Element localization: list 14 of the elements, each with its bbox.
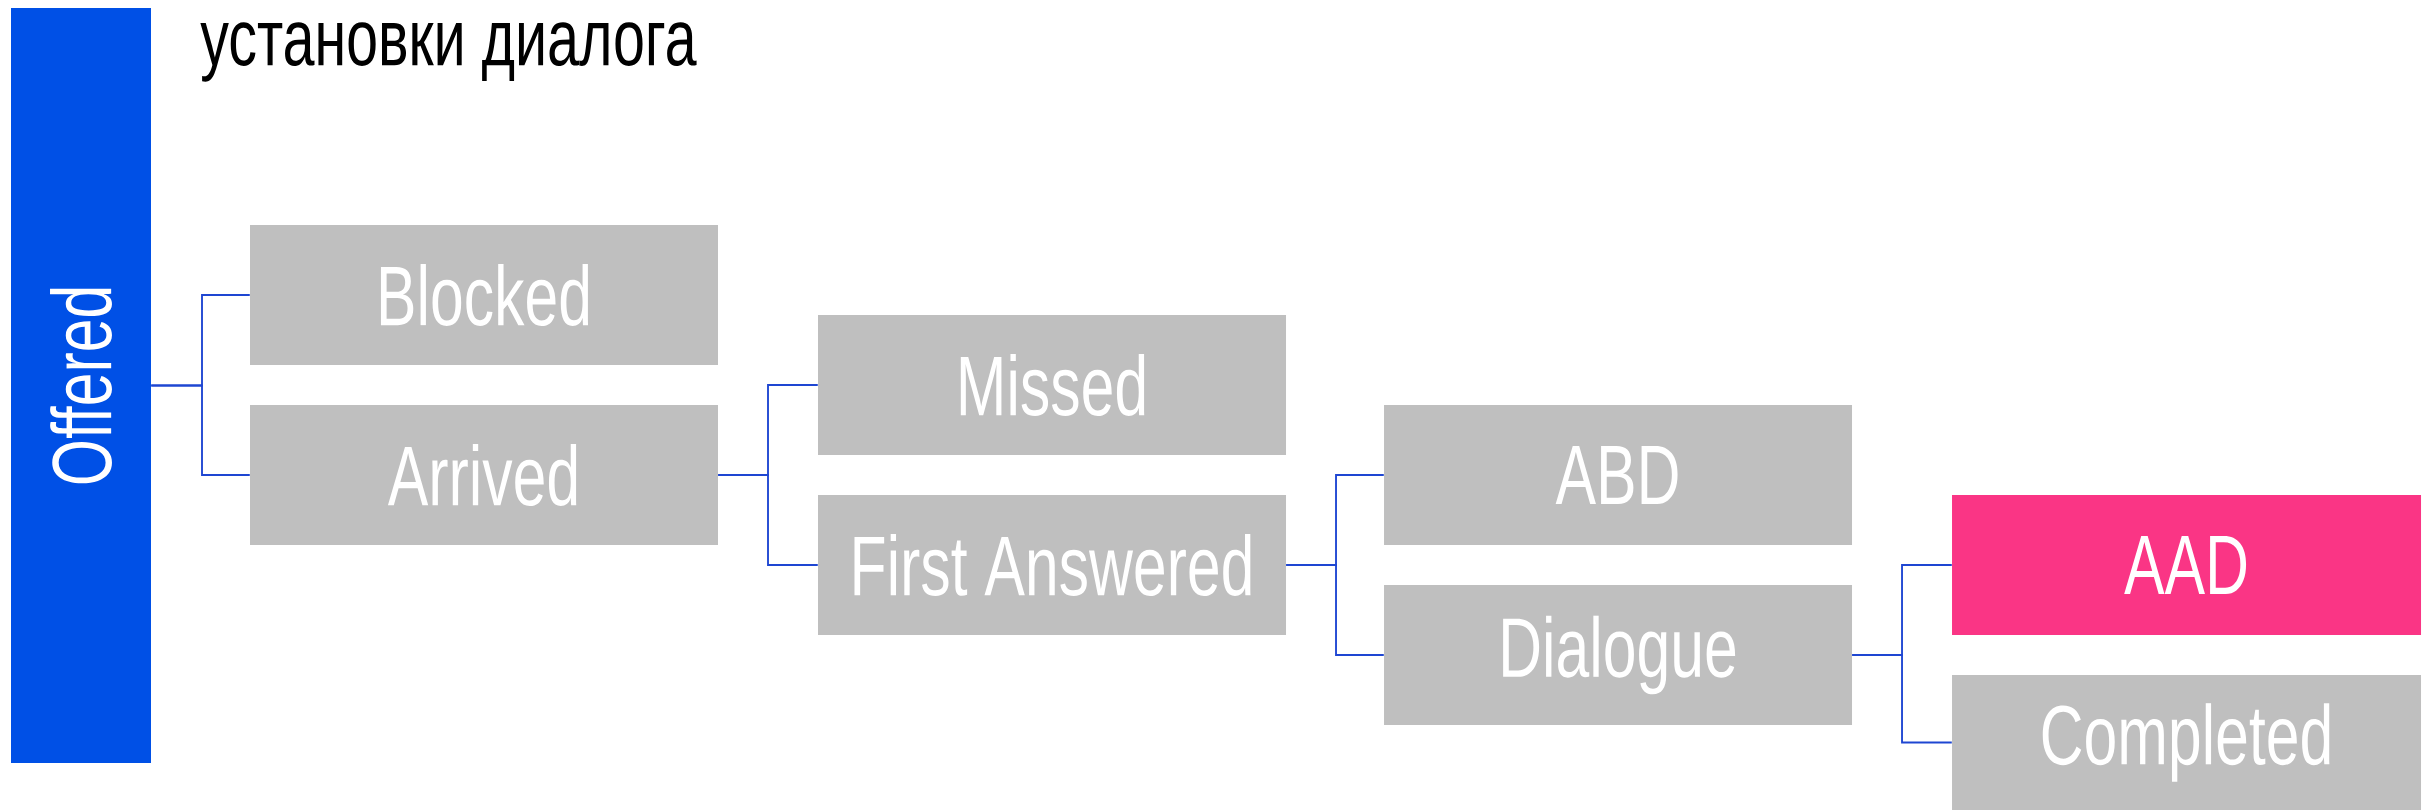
process-box: First Answered bbox=[818, 495, 1286, 635]
process-box: Blocked bbox=[250, 225, 718, 365]
connector-line bbox=[717, 474, 819, 566]
process-box: ABD bbox=[1384, 405, 1852, 545]
process-box: Missed bbox=[818, 315, 1286, 455]
process-box: Completed bbox=[1952, 675, 2422, 810]
title: установки диалога bbox=[200, 22, 697, 82]
connector-line bbox=[150, 384, 251, 476]
process-box: AAD bbox=[1952, 495, 2422, 635]
connector-line bbox=[1851, 654, 1953, 744]
process-box: Arrived bbox=[250, 405, 718, 545]
process-box: Dialogue bbox=[1384, 585, 1852, 725]
connector-line bbox=[1285, 564, 1385, 656]
vertical-bar: Offered bbox=[11, 8, 151, 763]
